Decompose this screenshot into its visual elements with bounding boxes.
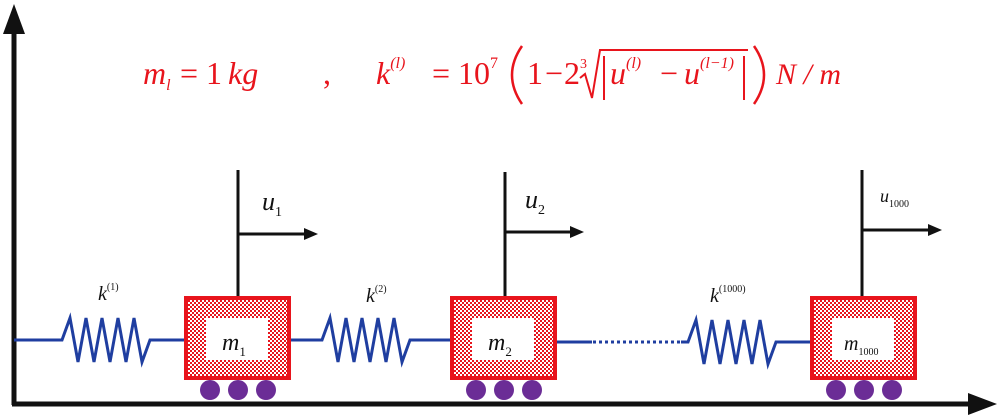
equation-k: k — [376, 55, 391, 91]
wheel — [228, 380, 248, 400]
equation-coef-base: 10 — [458, 55, 490, 91]
wheel — [882, 380, 902, 400]
wheel — [494, 380, 514, 400]
spring-labels: k(1) k(2) k(1000) — [98, 282, 746, 307]
mass-block-2: m2 — [450, 296, 557, 400]
mass-block-1: m1 — [184, 296, 291, 400]
spring-label-1000: k(1000) — [710, 284, 746, 307]
mass-label-1: m1 — [222, 330, 246, 359]
equation-u1-sup: (l) — [626, 55, 641, 72]
svg-text:107: 107 — [458, 55, 498, 91]
equation-mass-value: 1 — [206, 55, 222, 91]
equation-right-paren — [752, 45, 766, 105]
equation-coef-exp: 7 — [490, 55, 498, 72]
equation-unit: N / m — [775, 58, 841, 91]
displacement-label-2: u2 — [525, 185, 545, 218]
mass-label-1000: m1000 — [844, 333, 878, 358]
y-axis-arrowhead — [3, 4, 25, 34]
equation-m: m — [143, 55, 166, 91]
spring-2 — [290, 312, 452, 368]
equation-separator: , — [323, 55, 331, 91]
svg-text:k(l): k(l) — [376, 55, 405, 91]
displacement-label-1000: u1000 — [880, 186, 909, 210]
equation-left-paren — [510, 45, 524, 105]
svg-text:ml: ml — [143, 55, 171, 94]
svg-text:u(l−1): u(l−1) — [684, 55, 734, 91]
displacements: u1 u2 u1000 — [236, 170, 942, 298]
axes — [3, 4, 997, 415]
spring-label-2: k(2) — [366, 284, 387, 307]
equation-k-sup: (l) — [390, 55, 405, 72]
equation-one: 1 — [527, 55, 543, 91]
equation-u2-sup: (l−1) — [700, 55, 734, 72]
wheel — [256, 380, 276, 400]
masses: m1 m2 m1000 — [184, 296, 917, 400]
equation-root-sign — [579, 49, 748, 99]
displacement-arrow-head-1 — [304, 228, 318, 240]
equation-minus-2: − — [660, 55, 678, 91]
displacement-arrow-head-1000 — [928, 224, 942, 236]
mass-block-1000: m1000 — [810, 296, 917, 400]
equation-m-sub: l — [166, 77, 171, 94]
equation-equals-1: = — [180, 55, 198, 91]
equation-u2: u — [684, 55, 700, 91]
equation-equals-2: = — [432, 55, 450, 91]
svg-text:u(l): u(l) — [610, 55, 641, 91]
springs — [14, 312, 812, 370]
displacement-label-1: u1 — [262, 187, 282, 220]
equation-root-index: 3 — [580, 57, 587, 72]
spring-1000 — [681, 314, 812, 370]
equation-minus: − — [545, 55, 563, 91]
spring-1 — [14, 312, 186, 368]
wheel — [522, 380, 542, 400]
x-axis-arrowhead — [968, 393, 997, 415]
wheel — [466, 380, 486, 400]
wheel — [200, 380, 220, 400]
wheel — [826, 380, 846, 400]
equation-mass-unit: kg — [228, 55, 258, 91]
spring-label-1: k(1) — [98, 282, 119, 305]
equation-two: 2 — [564, 55, 580, 91]
equation: ml = 1 kg , k(l) = 107 1 − 2 3 u(l) − u(… — [143, 45, 841, 105]
displacement-arrow-head-2 — [570, 226, 584, 238]
wheel — [854, 380, 874, 400]
mass-label-2: m2 — [488, 330, 512, 359]
equation-u1: u — [610, 55, 626, 91]
